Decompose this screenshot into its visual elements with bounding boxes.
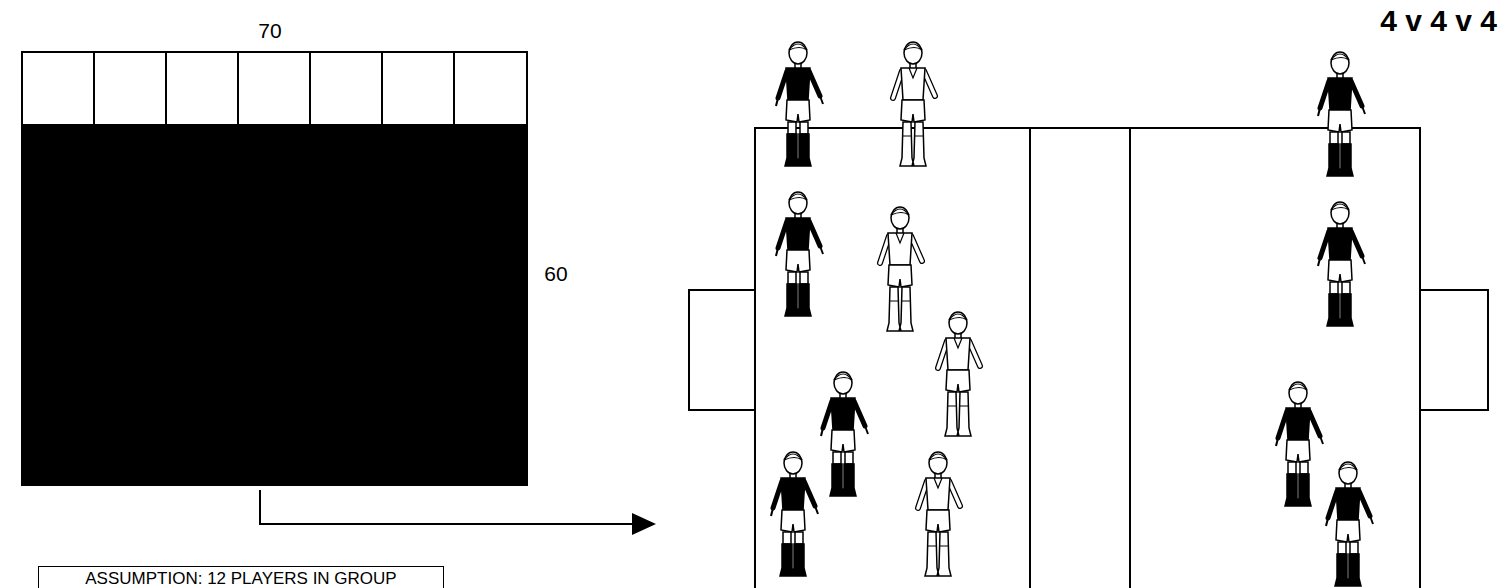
drill-title: 4 v 4 v 4	[1380, 6, 1497, 36]
dark-player	[1326, 462, 1373, 586]
flow-arrow	[260, 490, 634, 524]
dimension-width: 70	[258, 20, 281, 41]
assumption-box: ASSUMPTION: 12 PLAYERS IN GROUP	[38, 566, 444, 588]
arrow-head	[632, 513, 656, 535]
dark-player	[1318, 202, 1365, 326]
field	[689, 128, 1488, 588]
box-text: ASSUMPTION: 12 PLAYERS IN GROUP	[49, 570, 433, 587]
grid-cells	[94, 52, 454, 125]
dark-player	[776, 192, 823, 316]
dark-player	[821, 372, 868, 496]
white-player	[938, 312, 980, 436]
dark-player	[771, 452, 818, 576]
dark-player	[776, 42, 823, 166]
dark-player	[1318, 52, 1365, 176]
players	[771, 42, 1373, 586]
white-player	[918, 452, 960, 576]
grid-strip	[22, 52, 527, 125]
white-player	[893, 42, 935, 166]
white-player	[880, 207, 922, 331]
dimension-height: 60	[544, 263, 567, 284]
pitch-block	[22, 52, 527, 485]
dark-player	[1276, 382, 1323, 506]
